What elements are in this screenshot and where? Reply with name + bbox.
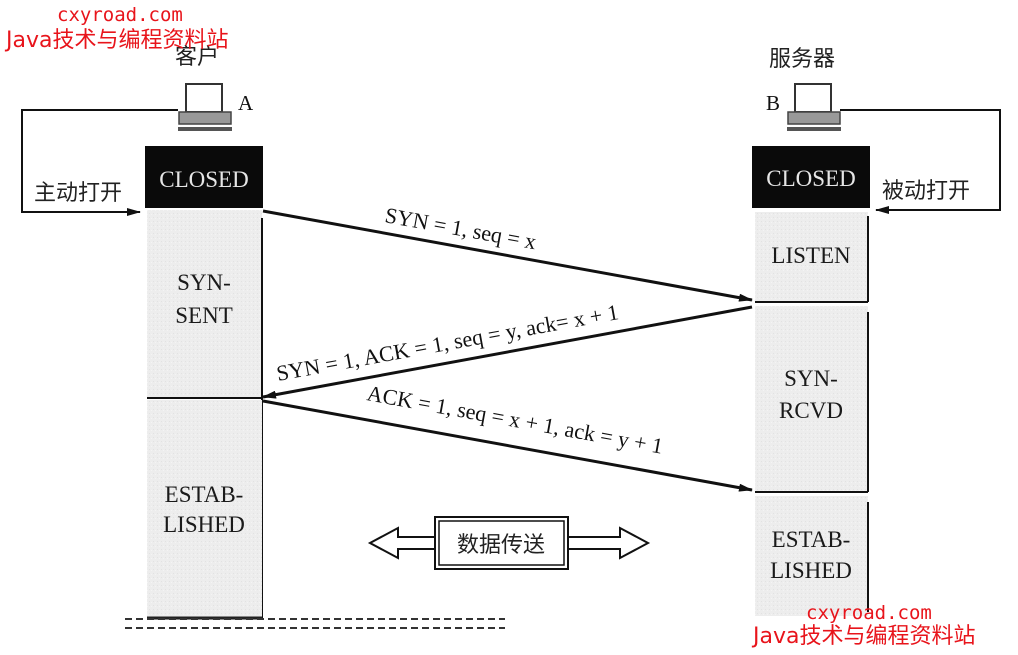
client-established-text-1: ESTAB- [165,482,244,507]
client-state-established [147,400,262,620]
data-transfer-arrows [367,526,651,560]
ack-arrow [262,399,753,492]
server-label: B [766,91,780,115]
client-closed-text: CLOSED [159,167,248,192]
passive-open-loop [840,109,1001,214]
server-state-syn-rcvd [755,306,868,492]
client-state-closed [145,146,263,208]
client-computer-icon [178,83,232,131]
active-open-label: 主动打开 [34,181,122,206]
client-state-column [145,146,263,620]
server-closed-text: CLOSED [766,166,855,191]
server-state-listen [755,212,868,302]
server-title: 服务器 [769,47,835,72]
server-listen-text: LISTEN [771,243,851,268]
syn-ack-label: SYN = 1, ACK = 1, seq = y, ack= x + 1 [274,299,620,386]
server-established-text-1: ESTAB- [772,527,851,552]
client-label: A [238,91,254,115]
server-syn-rcvd-text-2: RCVD [779,398,843,423]
active-open-loop [21,109,178,216]
client-established-text-2: LISHED [163,512,245,537]
data-transfer-label: 数据传送 [457,533,545,558]
syn-ack-arrow [262,305,753,399]
client-title: 客户 [175,45,219,70]
watermark-site-bottom: cxyroad.com [806,602,932,624]
server-established-text-2: LISHED [770,558,852,583]
server-state-column [752,146,870,616]
server-syn-rcvd-text-1: SYN- [784,366,838,391]
passive-open-label: 被动打开 [882,179,970,204]
server-computer-icon [787,83,841,131]
watermark-slogan-bottom: Java技术与编程资料站 [753,624,976,649]
watermark-slogan-top: Java技术与编程资料站 [6,28,229,53]
server-state-closed [752,146,870,208]
client-syn-sent-text-2: SENT [175,303,233,328]
watermark-site-top: cxyroad.com [57,4,183,26]
client-syn-sent-text-1: SYN- [177,270,231,295]
server-state-established [755,496,868,616]
data-transfer-box [434,516,569,570]
syn-arrow [262,209,753,302]
client-state-syn-sent [147,210,262,398]
